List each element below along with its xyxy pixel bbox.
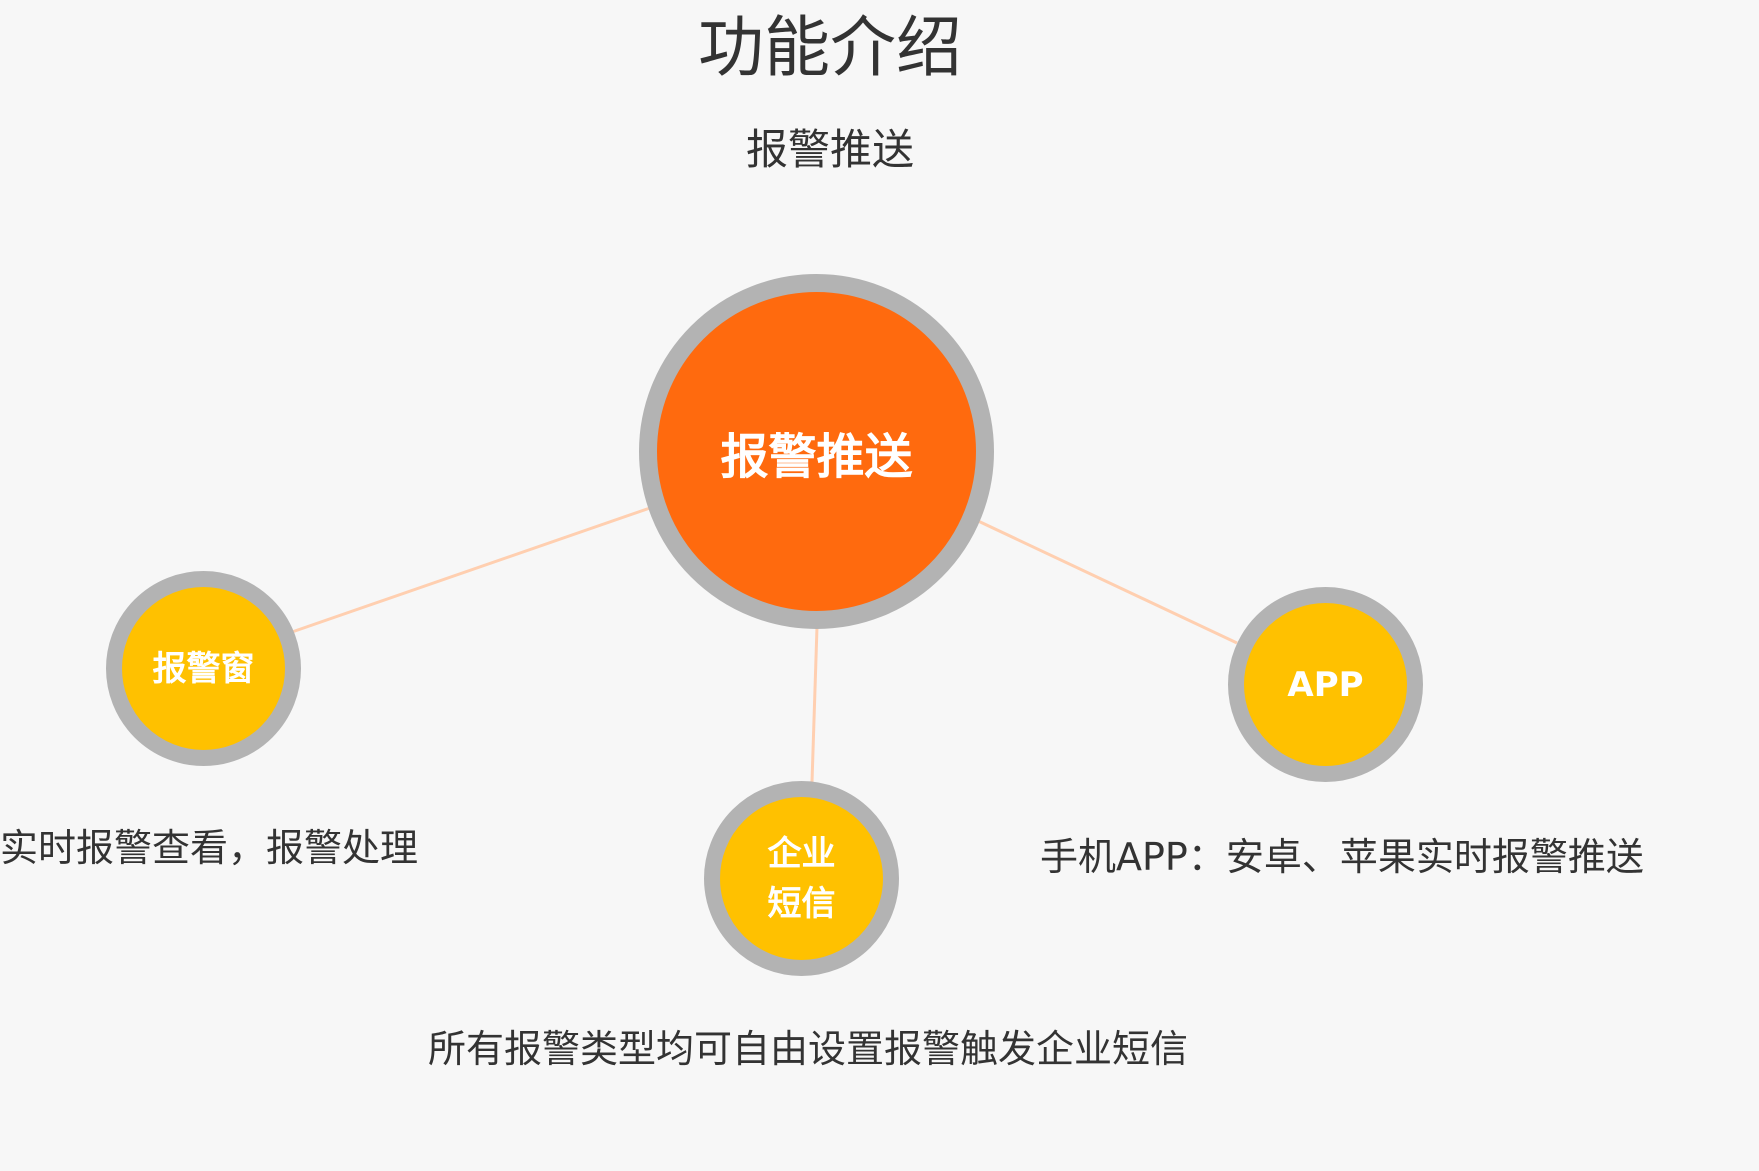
branch-node-label: 报警窗 [152,648,255,689]
branch-node-app: APP [1228,587,1423,782]
branch-node-alarm-window: 报警窗 [106,571,301,766]
branch-node-label-line1: 企业 [767,833,836,874]
connector-center-to-sms [810,626,819,783]
center-node-alarm-push: 报警推送 [639,274,994,629]
connector-center-to-app [975,518,1238,645]
center-node-label: 报警推送 [720,428,913,485]
branch-node-label-multiline: 企业 短信 [768,829,836,929]
page-title: 功能介绍 [698,9,962,86]
branch-node-enterprise-sms: 企业 短信 [704,781,899,976]
description-alarm-window: 实时报警查看，报警处理 [0,826,419,870]
description-enterprise-sms: 所有报警类型均可自由设置报警触发企业短信 [428,1027,1189,1071]
connector-center-to-window [291,506,651,634]
branch-node-label: APP [1287,664,1364,705]
description-app: 手机APP：安卓、苹果实时报警推送 [1040,835,1644,879]
page-subtitle: 报警推送 [745,125,914,174]
branch-node-label-line2: 短信 [767,883,836,924]
